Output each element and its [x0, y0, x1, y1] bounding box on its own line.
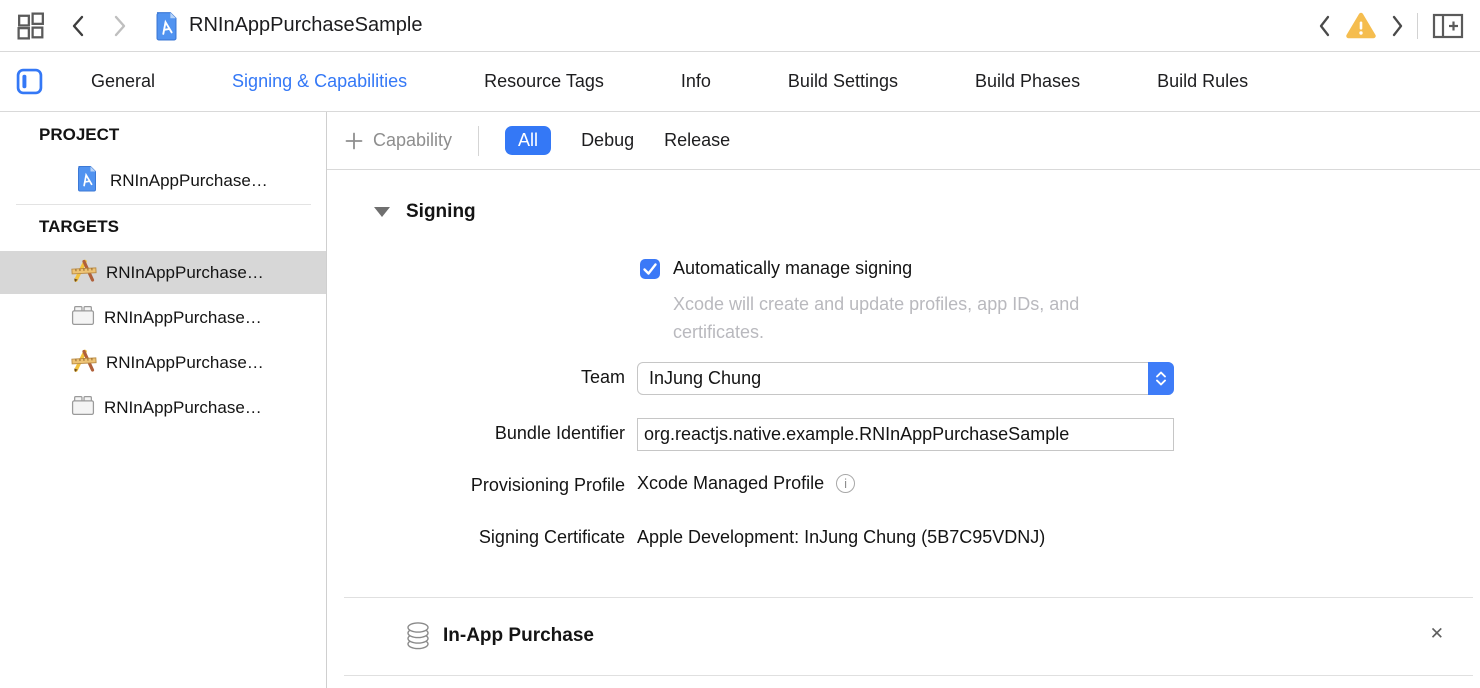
sidebar-item-target-app-2[interactable]: RNInAppPurchase… — [0, 341, 326, 384]
remove-capability-icon[interactable]: ✕ — [1429, 624, 1444, 643]
project-document-icon — [76, 165, 98, 197]
segment-release[interactable]: Release — [664, 130, 731, 150]
team-value: InJung Chung — [649, 368, 762, 388]
provisioning-profile-label: Provisioning Profile — [470, 475, 625, 495]
auto-manage-signing-label: Automatically manage signing — [673, 258, 913, 278]
test-bundle-icon — [70, 393, 96, 423]
previous-issue-button[interactable] — [1317, 14, 1332, 38]
signing-capabilities-editor: Signing Automatically manage signing Xco… — [327, 170, 1480, 688]
targets-section-header: TARGETS — [39, 217, 119, 236]
segment-debug[interactable]: Debug — [581, 130, 635, 150]
section-divider — [344, 597, 1473, 598]
project-section-header: PROJECT — [39, 125, 120, 144]
app-target-icon — [70, 347, 98, 378]
project-document-icon — [154, 11, 179, 41]
capability-filter-bar: Capability All Debug Release — [327, 112, 1480, 170]
sidebar-item-label: RNInAppPurchase… — [106, 352, 264, 372]
sidebar-divider — [16, 204, 311, 205]
related-items-icon[interactable] — [16, 11, 46, 40]
segment-all[interactable]: All — [505, 126, 552, 155]
sidebar-item-target-tests-2[interactable]: RNInAppPurchase… — [0, 386, 326, 429]
disclosure-triangle-icon[interactable] — [374, 207, 390, 217]
project-editor-icon[interactable] — [16, 68, 43, 95]
project-targets-sidebar: PROJECT RNInAppPurchase… TARGETS — [0, 112, 327, 688]
sidebar-item-project[interactable]: RNInAppPurchase… — [0, 158, 326, 204]
back-button[interactable] — [70, 13, 86, 39]
toolbar-divider — [1417, 12, 1418, 39]
checkmark-icon — [643, 263, 657, 275]
forward-button[interactable] — [112, 13, 128, 39]
window-title: RNInAppPurchaseSample — [189, 14, 423, 36]
signing-section-title: Signing — [406, 201, 476, 222]
sidebar-item-label: RNInAppPurchase… — [104, 307, 262, 327]
auto-manage-signing-checkbox[interactable] — [640, 259, 660, 279]
team-popup-button[interactable]: InJung Chung — [637, 362, 1174, 395]
info-icon[interactable]: i — [836, 474, 856, 493]
tab-resource-tags[interactable]: Resource Tags — [484, 71, 604, 91]
tab-build-phases[interactable]: Build Phases — [975, 71, 1081, 91]
tab-info[interactable]: Info — [680, 71, 711, 91]
coins-stack-icon — [404, 619, 432, 656]
sidebar-item-label: RNInAppPurchase… — [104, 397, 262, 417]
add-editor-icon[interactable] — [1432, 12, 1464, 40]
capability-bar-divider — [478, 125, 480, 156]
sidebar-item-target-tests[interactable]: RNInAppPurchase… — [0, 296, 326, 339]
editor-tab-bar: General Signing & Capabilities Resource … — [0, 52, 1480, 112]
test-bundle-icon — [70, 303, 96, 333]
tab-build-settings[interactable]: Build Settings — [787, 71, 898, 91]
popup-chevrons-icon — [1148, 362, 1174, 395]
signing-certificate-label: Signing Certificate — [478, 527, 625, 547]
bundle-identifier-label: Bundle Identifier — [494, 423, 625, 443]
plus-icon — [345, 132, 363, 149]
team-label: Team — [580, 367, 625, 387]
sidebar-item-target-app[interactable]: RNInAppPurchase… — [0, 251, 326, 294]
section-divider — [344, 675, 1473, 676]
tab-build-rules[interactable]: Build Rules — [1157, 71, 1249, 91]
capability-title: In-App Purchase — [443, 625, 594, 646]
tab-general[interactable]: General — [91, 71, 156, 91]
auto-manage-signing-description: Xcode will create and update profiles, a… — [673, 294, 1080, 342]
toolbar: RNInAppPurchaseSample — [0, 0, 1480, 52]
tab-signing-capabilities[interactable]: Signing & Capabilities — [232, 71, 408, 91]
sidebar-item-label: RNInAppPurchase… — [106, 262, 264, 282]
sidebar-item-label: RNInAppPurchase… — [110, 171, 268, 190]
bundle-identifier-input[interactable] — [637, 418, 1174, 451]
app-target-icon — [70, 257, 98, 288]
signing-certificate-value: Apple Development: InJung Chung (5B7C95V… — [637, 527, 1046, 547]
provisioning-profile-value: Xcode Managed Profile — [637, 473, 825, 493]
add-capability-button[interactable]: Capability — [344, 130, 452, 151]
next-issue-button[interactable] — [1390, 14, 1405, 38]
warning-badge-icon[interactable] — [1346, 12, 1376, 39]
